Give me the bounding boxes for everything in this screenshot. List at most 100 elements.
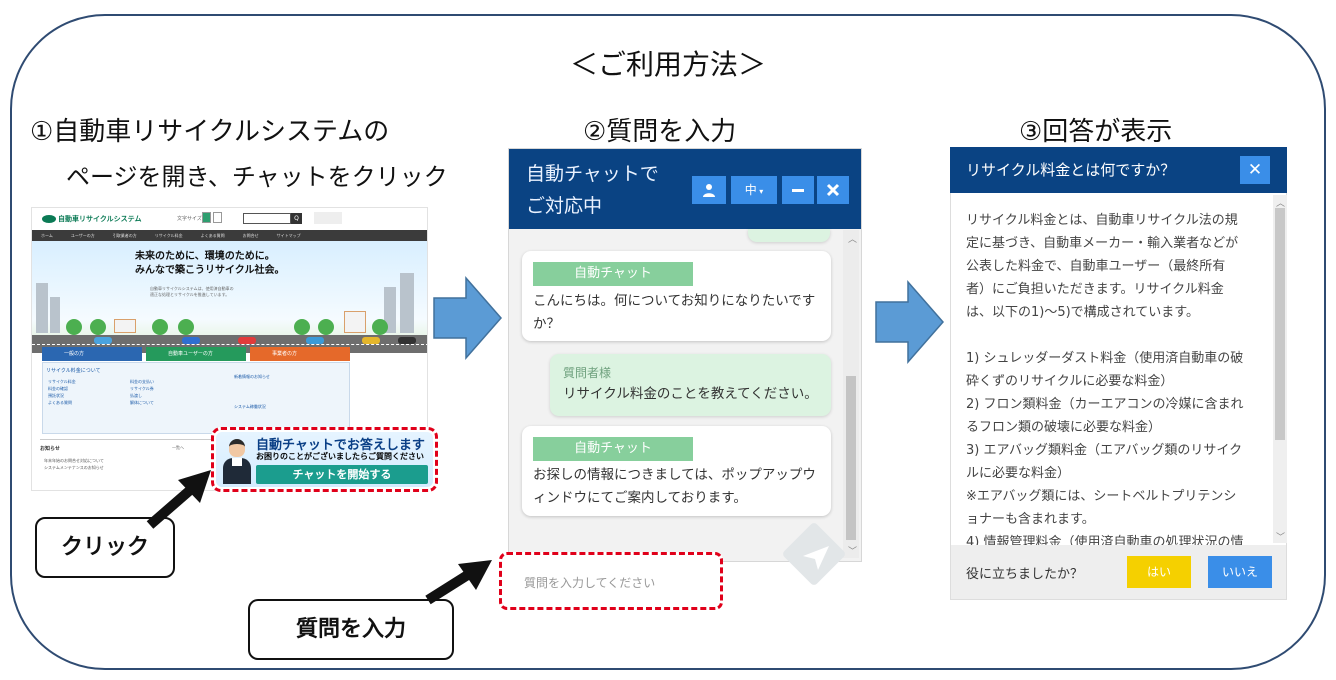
site-link[interactable]: 料金の確認 [48, 386, 68, 391]
site-side-link[interactable]: 新着情報のお知らせ [234, 374, 270, 379]
site-news-more-link[interactable]: 一覧へ [172, 445, 184, 450]
hero-subtitle-line: 適正な処理とリサイクルを推進しています。 [150, 292, 230, 297]
site-nav-item[interactable]: 引取業者の方 [112, 232, 137, 238]
answer-line: 者）にご負担いただきます。リサイクル料金 [966, 282, 1224, 297]
answer-line: 2) フロン類料金（カーエアコンの冷媒に含まれ [966, 397, 1244, 412]
answer-scrollbar-thumb[interactable] [1275, 208, 1285, 440]
question-input-placeholder: 質問を入力してください [524, 576, 656, 590]
minimize-icon [792, 189, 804, 192]
operator-button[interactable] [692, 176, 726, 204]
site-panel-title: リサイクル料金について [46, 368, 101, 374]
site-tab-general[interactable]: 一般の方 [42, 347, 142, 361]
site-nav-item[interactable]: リサイクル料金 [154, 232, 183, 238]
scroll-up-icon[interactable]: ︿ [1276, 199, 1286, 209]
font-size-medium-button[interactable] [202, 212, 211, 223]
hero-title: 未来のために、環境のために。みんなで築こうリサイクル社会。 [135, 250, 285, 278]
operator-collar [232, 458, 242, 466]
answer-close-button[interactable]: ✕ [1240, 156, 1270, 184]
bot-message-line: か？ [533, 316, 560, 332]
step3-title: ③回答が表示 [1019, 117, 1173, 147]
bot-label: 自動チャット [533, 262, 693, 286]
answer-line: は、以下の1)～5)で構成されています。 [966, 305, 1199, 320]
no-button[interactable]: いいえ [1208, 556, 1272, 588]
chat-header-title: 自動チャットで ご対応中 [526, 158, 659, 222]
site-nav-item[interactable]: サイトマップ [276, 232, 301, 238]
site-link[interactable]: よくある質問 [48, 400, 72, 405]
font-size-large-button[interactable] [213, 212, 222, 223]
site-link[interactable]: リサイクル料金 [48, 379, 76, 384]
operator-head [229, 439, 245, 457]
chat-scrollbar-thumb[interactable] [846, 376, 856, 540]
site-search-button[interactable]: Q [291, 213, 302, 224]
site-nav-item[interactable]: よくある質問 [200, 232, 225, 238]
site-nav-item[interactable]: ホーム [41, 232, 53, 238]
close-button[interactable] [817, 176, 849, 204]
close-icon: ✕ [1247, 160, 1263, 180]
hero-title-line: 未来のために、環境のために。 [135, 251, 275, 262]
building-illustration [384, 287, 396, 333]
site-nav-item[interactable]: ユーザーの方 [70, 232, 95, 238]
site-tab-business[interactable]: 事業者の方 [250, 347, 350, 361]
car-illustration [398, 337, 416, 344]
answer-line [966, 324, 1243, 347]
caret-down-icon: ▾ [756, 187, 764, 196]
house-illustration [344, 311, 366, 333]
answer-line: 定に基づき、自動車メーカー・輸入業者などが [966, 236, 1239, 251]
car-illustration [238, 337, 256, 344]
site-search-input[interactable] [243, 213, 291, 224]
answer-line: 3) エアバッグ類料金（エアバッグ類のリサイク [966, 443, 1243, 458]
step1-title: ①自動車リサイクルシステムの [30, 117, 390, 147]
logo-mark-icon [42, 215, 56, 223]
site-link[interactable]: 払渡し [130, 393, 142, 398]
bot-message-line: こんにちは。何についてお知りになりたいです [533, 293, 816, 309]
hero-title-line: みんなで築こうリサイクル社会。 [135, 265, 285, 276]
bot-message-line: ィンドウにてご案内しております。 [533, 490, 747, 506]
yes-button[interactable]: はい [1127, 556, 1191, 588]
user-message-text: リサイクル料金のことを教えてください。 [563, 386, 818, 402]
user-message [550, 354, 831, 416]
scroll-down-icon[interactable]: ﹀ [848, 547, 858, 557]
scroll-down-icon[interactable]: ﹀ [1276, 533, 1286, 543]
bot-message-text: お探しの情報につきましては、ポップアップウ ィンドウにてご案内しております。 [533, 464, 816, 510]
answer-line: リサイクル料金とは、自動車リサイクル法の規 [966, 213, 1238, 228]
site-logo-text: 自動車リサイクルシステム [58, 215, 142, 223]
bot-label: 自動チャット [533, 437, 693, 461]
site-link[interactable]: 預託状況 [48, 393, 64, 398]
chat-header: 自動チャットで ご対応中 中 ▾ [509, 149, 861, 229]
tree-illustration [178, 319, 194, 335]
minimize-button[interactable] [782, 176, 814, 204]
hero-subtitle: 自動車リサイクルシステムは、使用済自動車の適正な処理とリサイクルを推進しています… [150, 286, 234, 298]
site-link[interactable]: 料金の支払い [130, 379, 154, 384]
answer-line: 1) シュレッダーダスト料金（使用済自動車の破 [966, 351, 1244, 366]
chat-banner-subtitle: お困りのことがございましたらご質問ください [256, 452, 424, 461]
close-icon [826, 183, 840, 197]
site-news-title: お知らせ [40, 446, 60, 452]
site-header-link[interactable] [314, 212, 342, 224]
site-news-item[interactable]: システムメンテナンスのお知らせ [44, 465, 104, 470]
site-link[interactable]: リサイクル券 [130, 386, 154, 391]
tree-illustration [294, 319, 310, 335]
question-input[interactable] [499, 552, 723, 610]
scroll-up-icon[interactable]: ︿ [848, 235, 858, 245]
start-chat-button[interactable]: チャットを開始する [256, 465, 428, 484]
site-link[interactable]: 解体について [130, 400, 154, 405]
outer-frame [10, 14, 1326, 670]
site-logo[interactable]: 自動車リサイクルシステム [42, 214, 141, 224]
tree-illustration [318, 319, 334, 335]
step2-title: ②質問を入力 [583, 117, 737, 147]
site-news-item[interactable]: 年末年始のお問合せ対応について [44, 458, 104, 463]
site-hero: 未来のために、環境のために。みんなで築こうリサイクル社会。 自動車リサイクルシス… [32, 241, 427, 353]
car-illustration [94, 337, 112, 344]
car-illustration [306, 337, 324, 344]
site-header: 自動車リサイクルシステム 文字サイズ Q [32, 208, 427, 230]
answer-line: ※エアバッグ類には、シートベルトプリテンシ [966, 489, 1237, 504]
site-tab-car-users[interactable]: 自動車ユーザーの方 [146, 347, 246, 361]
site-link-list: 料金の支払い リサイクル券 払渡し 解体について [130, 378, 154, 406]
feedback-question: 役に立ちましたか？ [966, 567, 1084, 582]
site-side-link[interactable]: システム稼働状況 [234, 404, 266, 409]
font-size-dropdown[interactable]: 中 ▾ [731, 176, 777, 204]
tree-illustration [152, 319, 168, 335]
answer-line: ルに必要な料金） [966, 466, 1071, 481]
step1-subtitle: ページを開き、チャットをクリック [66, 163, 448, 191]
site-nav-item[interactable]: お問合せ [242, 232, 259, 238]
